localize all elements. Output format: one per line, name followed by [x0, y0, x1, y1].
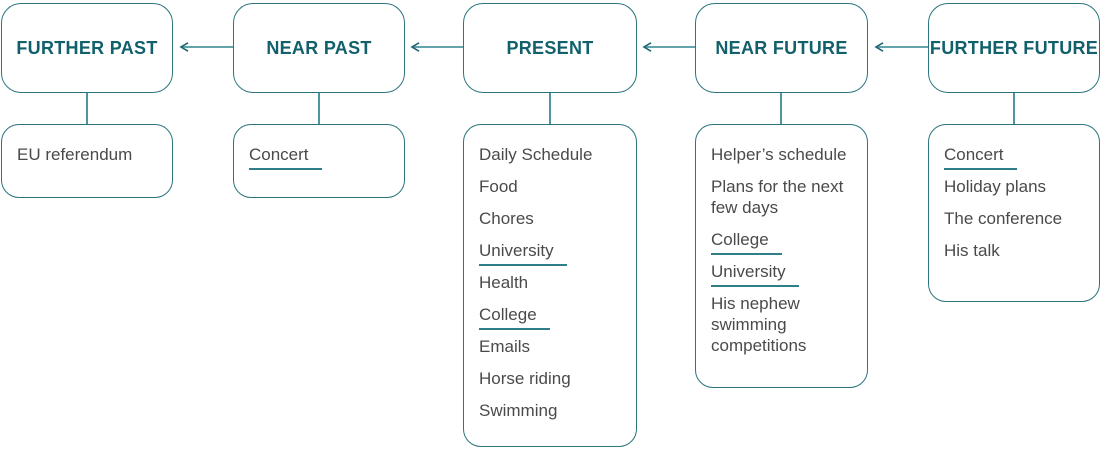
- content-box-near-past: Concert: [233, 124, 405, 198]
- header-label-further-future: FURTHER FUTURE: [929, 37, 1099, 58]
- list-item: Helper’s schedule: [711, 144, 853, 165]
- list-item-text: Health: [479, 273, 529, 292]
- list-item: College: [711, 229, 853, 255]
- list-item: University: [711, 261, 853, 287]
- list-item-text: University: [479, 240, 567, 266]
- list-item: Concert: [249, 144, 390, 170]
- header-box-near-past: NEAR PAST: [233, 3, 405, 93]
- header-box-further-past: FURTHER PAST: [1, 3, 173, 93]
- connector-line: [86, 93, 88, 124]
- content-box-further-past: EU referendum: [1, 124, 173, 198]
- connector-line: [1013, 93, 1015, 124]
- list-item-text: His nephew swimming competitions: [711, 294, 807, 355]
- list-item: Plans for the next few days: [711, 176, 853, 218]
- list-item-text: EU referendum: [17, 145, 133, 164]
- list-item-text: Plans for the next few days: [711, 177, 844, 217]
- list-item-text: College: [479, 304, 550, 330]
- header-label-present: PRESENT: [506, 37, 594, 58]
- list-item: The conference: [944, 208, 1085, 229]
- list-item: Daily Schedule: [479, 144, 622, 165]
- list-item: University: [479, 240, 622, 266]
- header-label-near-future: NEAR FUTURE: [715, 37, 848, 58]
- list-item-text: Helper’s schedule: [711, 145, 847, 164]
- list-item: Swimming: [479, 400, 622, 421]
- list-item-text: Swimming: [479, 401, 558, 420]
- left-arrow-icon: [410, 42, 463, 52]
- list-item: Concert: [944, 144, 1085, 170]
- left-arrow-icon: [874, 42, 928, 52]
- connector-line: [549, 93, 551, 124]
- list-item: Chores: [479, 208, 622, 229]
- header-label-near-past: NEAR PAST: [266, 37, 372, 58]
- list-item-text: Food: [479, 177, 518, 196]
- list-item-text: Horse riding: [479, 369, 571, 388]
- header-box-further-future: FURTHER FUTURE: [928, 3, 1100, 93]
- list-item: Holiday plans: [944, 176, 1085, 197]
- content-box-near-future: Helper’s schedule Plans for the next few…: [695, 124, 868, 388]
- left-arrow-icon: [179, 42, 233, 52]
- list-item: His talk: [944, 240, 1085, 261]
- header-box-near-future: NEAR FUTURE: [695, 3, 868, 93]
- left-arrow-icon: [642, 42, 695, 52]
- content-box-further-future: Concert Holiday plans The conference His…: [928, 124, 1100, 302]
- list-item-text: Daily Schedule: [479, 145, 593, 164]
- list-item-text: Emails: [479, 337, 531, 356]
- list-item: Horse riding: [479, 368, 622, 389]
- list-item-text: University: [711, 261, 799, 287]
- list-item-text: Concert: [944, 144, 1017, 170]
- connector-line: [318, 93, 320, 124]
- list-item-text: Chores: [479, 209, 534, 228]
- list-item: Emails: [479, 336, 622, 357]
- list-item-text: His talk: [944, 241, 1000, 260]
- content-box-present: Daily Schedule Food Chores University He…: [463, 124, 637, 447]
- list-item: College: [479, 304, 622, 330]
- list-item-text: College: [711, 229, 782, 255]
- list-item: Food: [479, 176, 622, 197]
- connector-line: [780, 93, 782, 124]
- header-label-further-past: FURTHER PAST: [16, 37, 158, 58]
- list-item-text: Holiday plans: [944, 177, 1047, 196]
- header-box-present: PRESENT: [463, 3, 637, 93]
- list-item-text: The conference: [944, 209, 1063, 228]
- list-item: Health: [479, 272, 622, 293]
- list-item-text: Concert: [249, 144, 322, 170]
- list-item: His nephew swimming competitions: [711, 293, 853, 356]
- list-item: EU referendum: [17, 144, 158, 165]
